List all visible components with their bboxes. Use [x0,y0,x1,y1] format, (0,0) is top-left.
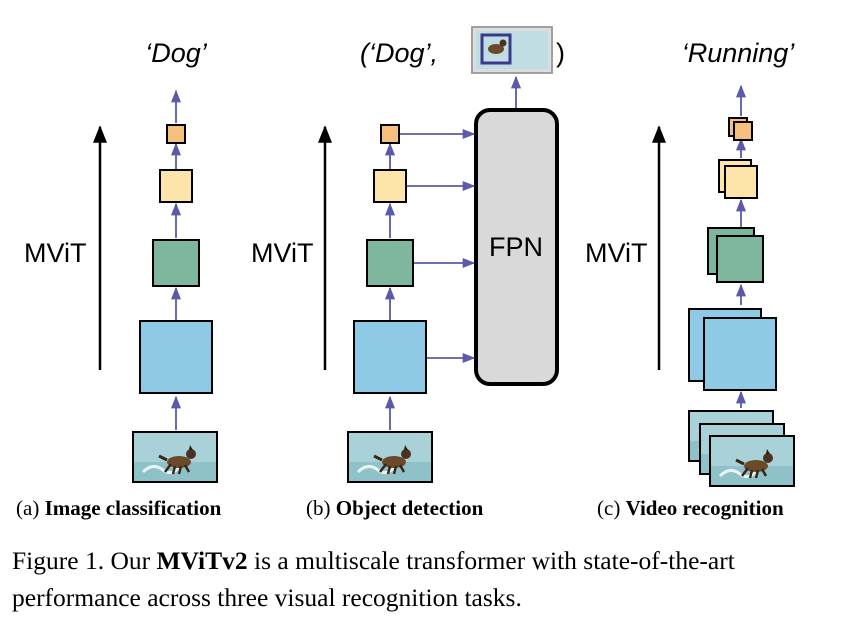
output-label: ‘Dog’ [145,38,208,68]
subcaption-b: (b) Object detection [306,496,483,521]
output-label-open: (‘Dog’, [360,38,438,68]
subcaption-c: (c) Video recognition [597,496,784,521]
subcaption-a: (a) Image classification [16,496,221,521]
mvit-label: MViT [585,238,648,268]
stage4-block [733,121,753,141]
subcaption-title: Video recognition [625,496,784,520]
output-label-close: ) [556,38,565,68]
input-image [131,430,219,484]
fpn-block [474,108,559,386]
output-label: ‘Running’ [682,38,796,68]
subcaption-title: Object detection [335,496,484,520]
stage4-block [380,124,400,144]
subcaption-prefix: (b) [306,496,331,520]
mvit-label: MViT [251,238,314,268]
stage4-block [166,124,186,144]
stage2-block [366,239,414,287]
caption-rest: is a multiscale transformer with state-o… [12,546,735,612]
mvit-label: MViT [24,238,87,268]
stage3-block [373,169,407,203]
stage3-block [724,165,758,199]
panel-c: MViT ‘Running’ [585,38,796,488]
caption-model-name: MViTv2 [156,546,248,575]
panel-b: MViT (‘Dog’, ) FPN [251,26,565,484]
stage1-block [353,320,427,394]
video-frame [708,434,796,488]
caption-prefix: Figure 1. Our [12,546,151,575]
subcaption-title: Image classification [44,496,222,520]
input-image [346,430,434,484]
stage1-block [703,317,777,391]
figure-caption: Figure 1. Our MViTv2 is a multiscale tra… [12,542,842,616]
stage3-block [159,169,193,203]
subcaption-prefix: (c) [597,496,621,520]
subcaption-prefix: (a) [16,496,40,520]
panel-a: MViT ‘Dog’ [24,38,219,484]
stage2-block [152,239,200,287]
detection-thumbnail [471,26,553,74]
fpn-label: FPN [489,232,543,262]
stage1-block [139,320,213,394]
stage2-block [716,235,764,283]
